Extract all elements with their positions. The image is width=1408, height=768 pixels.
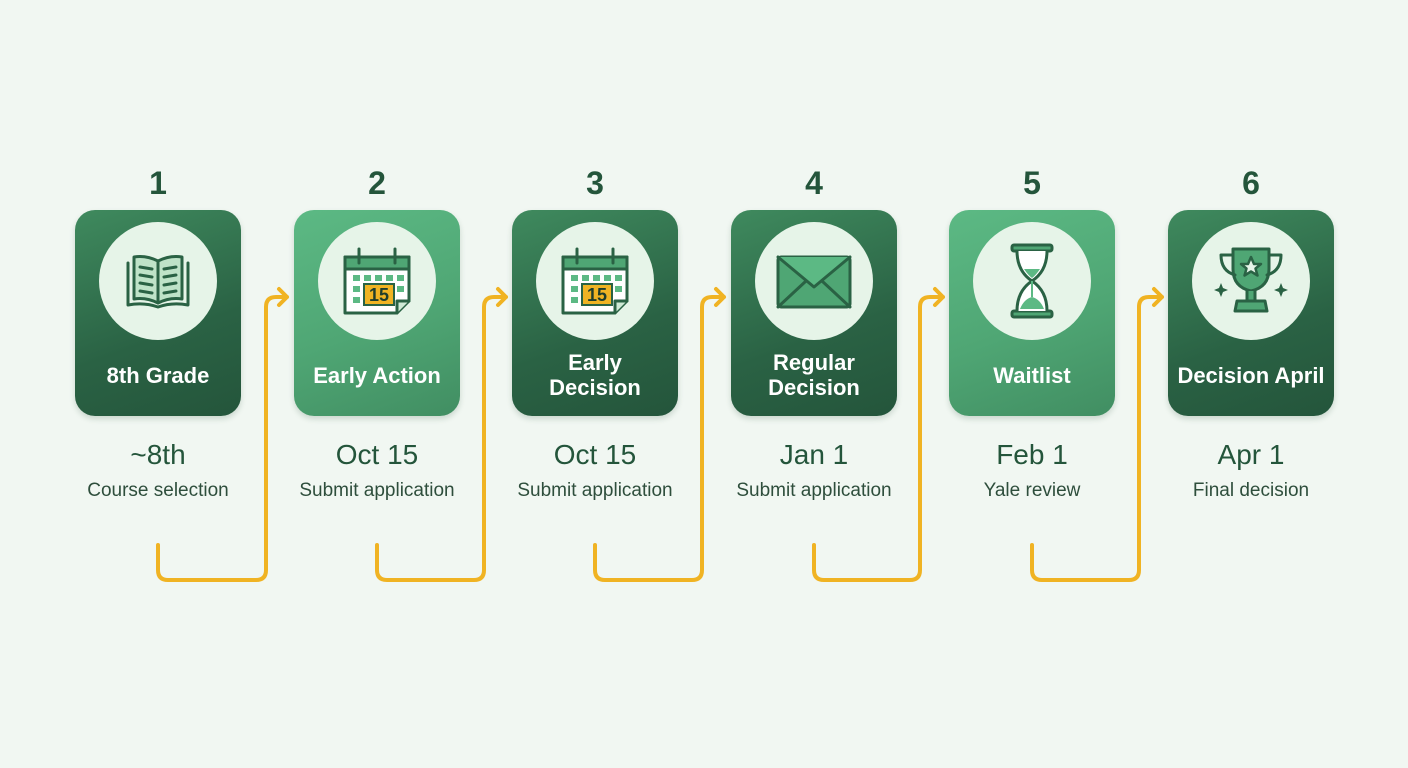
step-card: Decision April bbox=[1168, 210, 1334, 416]
calendar-icon: 15 bbox=[343, 247, 411, 315]
step-description: Final decision bbox=[1192, 480, 1310, 501]
hourglass-icon bbox=[1010, 243, 1054, 319]
step-card: Waitlist bbox=[949, 210, 1115, 416]
trophy-icon bbox=[1214, 247, 1288, 313]
icon-circle bbox=[99, 222, 217, 340]
step-date: Jan 1 bbox=[779, 439, 849, 470]
step-number: 2 bbox=[368, 165, 386, 201]
step-title: Regular Decision bbox=[768, 350, 860, 400]
step-1: 1 8th Grade ~8th Course selection bbox=[75, 160, 241, 502]
step-number: 6 bbox=[1242, 165, 1260, 201]
step-date: Feb 1 bbox=[996, 439, 1068, 470]
icon-circle: 15 bbox=[318, 222, 436, 340]
calendar-icon: 15 bbox=[561, 247, 629, 315]
step-card: 8th Grade bbox=[75, 210, 241, 416]
step-description: Submit application bbox=[517, 480, 673, 501]
step-number: 5 bbox=[1023, 165, 1041, 201]
step-description: Submit application bbox=[299, 480, 455, 501]
step-3: 3 15 Early Dec bbox=[512, 160, 678, 502]
step-number: 4 bbox=[805, 165, 823, 201]
step-4: 4 Regular Decision Jan 1 Submit applicat… bbox=[731, 160, 897, 502]
icon-circle bbox=[1192, 222, 1310, 340]
calendar-day: 15 bbox=[587, 285, 607, 305]
step-title: Early Action bbox=[313, 362, 441, 388]
step-2: 2 15 Early Act bbox=[294, 160, 460, 502]
step-card: 15 Early Action bbox=[294, 210, 460, 416]
step-date: ~8th bbox=[130, 439, 186, 470]
step-description: Course selection bbox=[87, 480, 229, 501]
calendar-day: 15 bbox=[369, 285, 389, 305]
step-card: Regular Decision bbox=[731, 210, 897, 416]
step-date: Oct 15 bbox=[335, 439, 419, 470]
step-description: Yale review bbox=[983, 480, 1081, 501]
step-number: 1 bbox=[149, 165, 167, 201]
step-title: 8th Grade bbox=[106, 362, 210, 388]
icon-circle bbox=[973, 222, 1091, 340]
icon-circle bbox=[755, 222, 873, 340]
step-number: 3 bbox=[586, 165, 604, 201]
envelope-icon bbox=[776, 255, 852, 309]
step-title: Decision April bbox=[1177, 362, 1325, 388]
step-description: Submit application bbox=[736, 480, 892, 501]
step-title: Early Decision bbox=[549, 350, 641, 400]
icon-circle: 15 bbox=[536, 222, 654, 340]
step-card: 15 Early Decision bbox=[512, 210, 678, 416]
step-title: Waitlist bbox=[993, 362, 1071, 388]
step-date: Oct 15 bbox=[553, 439, 637, 470]
step-date: Apr 1 bbox=[1217, 439, 1285, 470]
step-5: 5 Waitlist Feb 1 Yale review bbox=[949, 160, 1115, 502]
step-6: 6 Decision April Apr 1 bbox=[1168, 160, 1334, 502]
open-book-icon bbox=[126, 255, 190, 309]
